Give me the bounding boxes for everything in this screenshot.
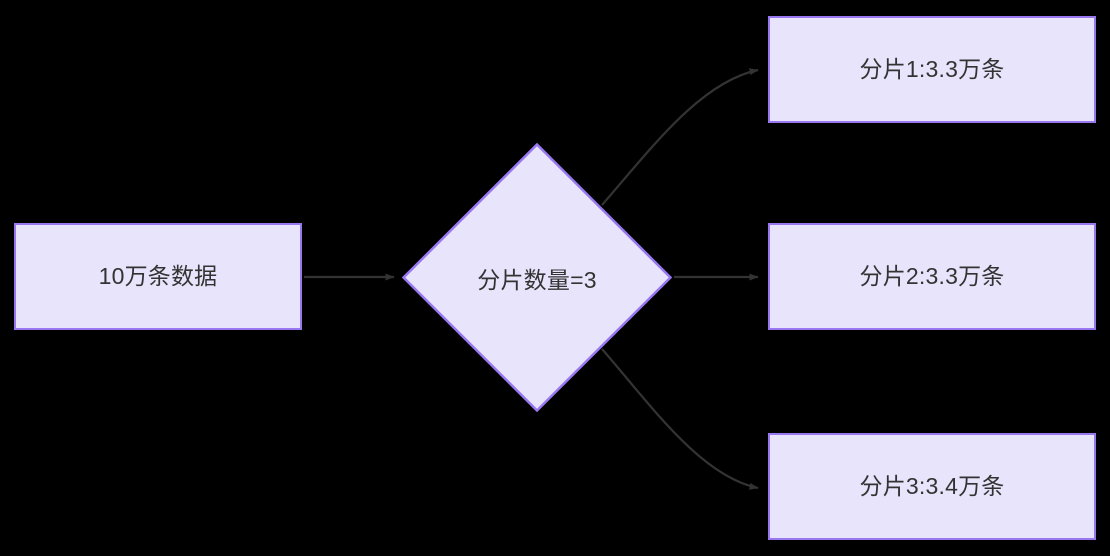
node-source[interactable]: 10万条数据 (14, 223, 302, 330)
edge-decision-shard1 (601, 68, 759, 206)
edge-decision-shard3 (601, 348, 759, 490)
node-source-label: 10万条数据 (98, 262, 218, 289)
node-shard3-label: 分片3:3.4万条 (859, 472, 1005, 499)
node-shard1[interactable]: 分片1:3.3万条 (768, 16, 1096, 123)
node-shard2[interactable]: 分片2:3.3万条 (768, 223, 1096, 330)
node-decision[interactable]: 分片数量=3 (402, 143, 672, 412)
node-shard1-label: 分片1:3.3万条 (859, 55, 1005, 82)
node-shard3[interactable]: 分片3:3.4万条 (768, 433, 1096, 540)
node-decision-label: 分片数量=3 (477, 266, 597, 293)
node-shard2-label: 分片2:3.3万条 (859, 262, 1005, 289)
diamond-shape (402, 143, 672, 412)
